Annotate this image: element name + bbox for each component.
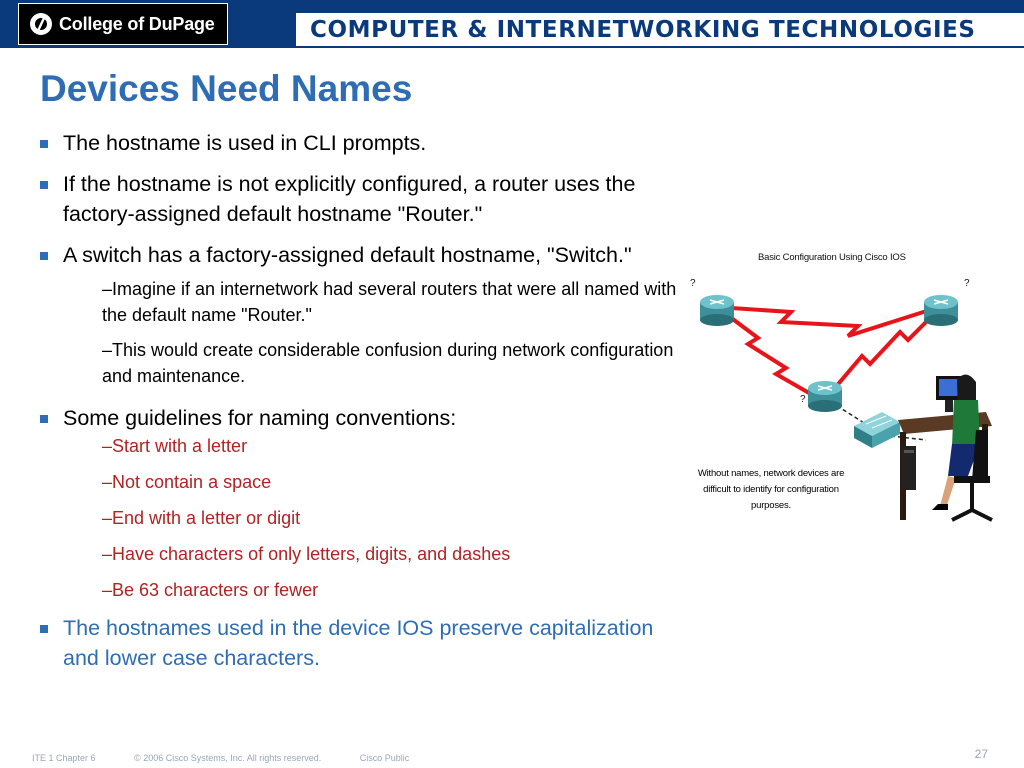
bullet-text: The hostname is used in CLI prompts. — [63, 131, 427, 155]
department-banner: COMPUTER & INTERNETWORKING TECHNOLOGIES — [296, 13, 1024, 46]
footer-chapter: ITE 1 Chapter 6 — [32, 753, 96, 763]
guideline-item: –Not contain a space — [102, 472, 272, 492]
unknown-name-mark: ? — [690, 278, 696, 289]
bullet-item: A switch has a factory-assigned default … — [40, 240, 690, 270]
network-diagram-graphic — [700, 295, 993, 522]
bullet-item: If the hostname is not explicitly config… — [40, 169, 690, 229]
switch-icon — [854, 412, 900, 448]
guideline-list: –Start with a letter –Not contain a spac… — [40, 433, 690, 603]
guideline-item: –Start with a letter — [102, 436, 248, 456]
sub-point: –Imagine if an internetwork had several … — [102, 279, 677, 325]
bullet-text: Some guidelines for naming conventions: — [63, 406, 457, 430]
router-icon — [808, 381, 842, 412]
wan-link-top — [715, 305, 937, 338]
slide-content: The hostname is used in CLI prompts. If … — [40, 128, 690, 684]
bullet-square-icon — [40, 415, 48, 423]
router-icon — [700, 295, 734, 326]
router-icon — [924, 295, 958, 326]
bullet-text: The hostnames used in the device IOS pre… — [63, 616, 654, 670]
college-logo-icon — [30, 13, 52, 35]
bullet-text: If the hostname is not explicitly config… — [63, 172, 636, 226]
unknown-name-mark: ? — [800, 394, 806, 405]
bullet-square-icon — [40, 181, 48, 189]
bullet-square-icon — [40, 625, 48, 633]
banner-title: COMPUTER & INTERNETWORKING TECHNOLOGIES — [310, 16, 976, 43]
logo-text: College of DuPage — [59, 13, 215, 34]
guideline-item: –End with a letter or digit — [102, 508, 301, 528]
technician-workstation-icon — [898, 374, 993, 522]
slide-title: Devices Need Names — [40, 68, 413, 109]
footer-copyright: © 2006 Cisco Systems, Inc. All rights re… — [134, 753, 322, 763]
bullet-item: The hostnames used in the device IOS pre… — [40, 613, 690, 673]
diagram-title: Basic Configuration Using Cisco IOS — [758, 252, 906, 263]
bullet-square-icon — [40, 252, 48, 260]
header-band: College of DuPage COMPUTER & INTERNETWOR… — [0, 0, 1024, 48]
guideline-item: –Have characters of only letters, digits… — [102, 544, 511, 564]
bullet-text: A switch has a factory-assigned default … — [63, 243, 632, 267]
page-number: 27 — [974, 747, 988, 761]
wan-link-left — [716, 306, 817, 399]
wan-link-right — [826, 308, 940, 398]
diagram-caption: Without names, network devices are diffi… — [697, 468, 845, 511]
guideline-item: –Be 63 characters or fewer — [102, 580, 319, 600]
footer-classification: Cisco Public — [359, 753, 410, 763]
bullet-item: The hostname is used in CLI prompts. — [40, 128, 690, 158]
sub-point: –This would create considerable confusio… — [102, 340, 674, 386]
console-cable — [890, 435, 927, 441]
slide-footer: ITE 1 Chapter 6 © 2006 Cisco Systems, In… — [32, 753, 445, 763]
unknown-name-mark: ? — [964, 278, 970, 289]
network-diagram: Basic Configuration Using Cisco IOS ? ? … — [686, 240, 996, 550]
bullet-item: Some guidelines for naming conventions: — [40, 403, 690, 433]
college-logo: College of DuPage — [18, 3, 228, 45]
bullet-square-icon — [40, 140, 48, 148]
